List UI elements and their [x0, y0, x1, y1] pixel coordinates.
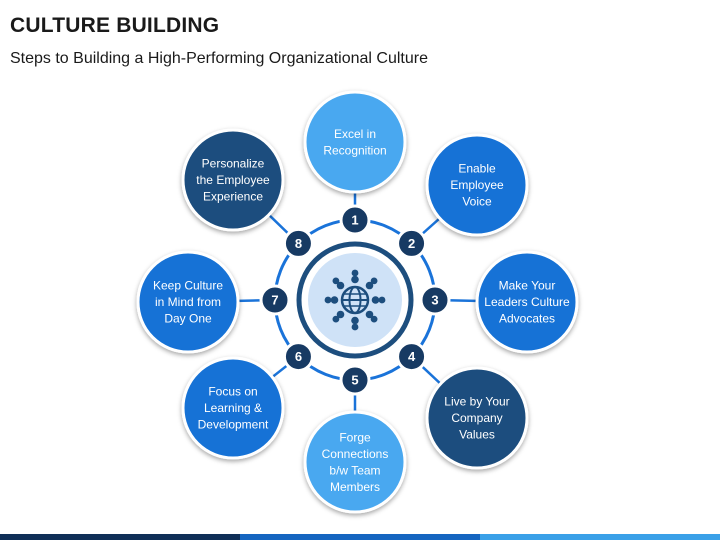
step-6-label-line: Focus on [208, 385, 257, 399]
step-number: 4 [408, 349, 416, 364]
step-6-badge: 6 [282, 341, 314, 373]
footer-bar [0, 534, 720, 540]
step-7-label-line: Keep Culture [153, 279, 223, 293]
global-team-icon [324, 269, 386, 331]
step-3-label-line: Advocates [499, 312, 555, 326]
step-bubbles: Excel inRecognitionEnableEmployeeVoiceMa… [136, 90, 579, 514]
step-2-label-line: Voice [462, 195, 492, 209]
step-6-label-line: Learning & [204, 401, 262, 415]
step-5-badge: 5 [339, 364, 371, 396]
step-3-label-line: Make Your [499, 279, 556, 293]
step-5-label-line: b/w Team [329, 463, 380, 477]
step-number: 2 [408, 236, 415, 251]
step-4-badge: 4 [396, 341, 428, 373]
step-2-label-line: Enable [458, 162, 496, 176]
step-1-badge: 1 [339, 204, 371, 236]
central-hub [296, 241, 414, 359]
step-4-label-line: Company [451, 411, 502, 425]
step-number: 1 [351, 213, 358, 228]
step-6-bubble: Focus on Learning & Development [181, 356, 285, 460]
step-7-badge: 7 [259, 284, 291, 316]
step-number: 8 [295, 236, 302, 251]
step-number: 5 [351, 373, 358, 388]
step-8-badge: 8 [282, 227, 314, 259]
step-3-badge: 3 [419, 284, 451, 316]
step-5-label-line: Connections [322, 447, 389, 461]
step-4-label-line: Live by Your [444, 395, 509, 409]
step-1-label-line: Excel in [334, 127, 376, 141]
step-4-label-line: Values [459, 428, 495, 442]
step-7-label-line: in Mind from [155, 295, 221, 309]
page-subtitle: Steps to Building a High-Performing Orga… [10, 50, 428, 67]
step-5-label-line: Members [330, 480, 380, 494]
step-2-label-line: Employee [450, 178, 504, 192]
step-number-badges: 1 2 3 4 5 6 7 8 [259, 204, 451, 396]
step-7-label-line: Day One [164, 312, 212, 326]
step-1-bubble: Excel in Recognition [303, 90, 407, 194]
step-6-label-line: Development [198, 418, 269, 432]
step-2-badge: 2 [396, 227, 428, 259]
step-8-label-line: the Employee [196, 173, 270, 187]
step-1-label-line: Recognition [323, 143, 386, 157]
step-8-label-line: Personalize [202, 157, 265, 171]
step-8-label-line: Experience [203, 190, 263, 204]
step-number: 3 [431, 293, 438, 308]
page-title: CULTURE BUILDING [10, 14, 220, 37]
step-5-label-line: Forge [339, 430, 371, 444]
step-3-label-line: Leaders Culture [484, 295, 570, 309]
step-number: 7 [271, 293, 278, 308]
step-number: 6 [295, 349, 302, 364]
